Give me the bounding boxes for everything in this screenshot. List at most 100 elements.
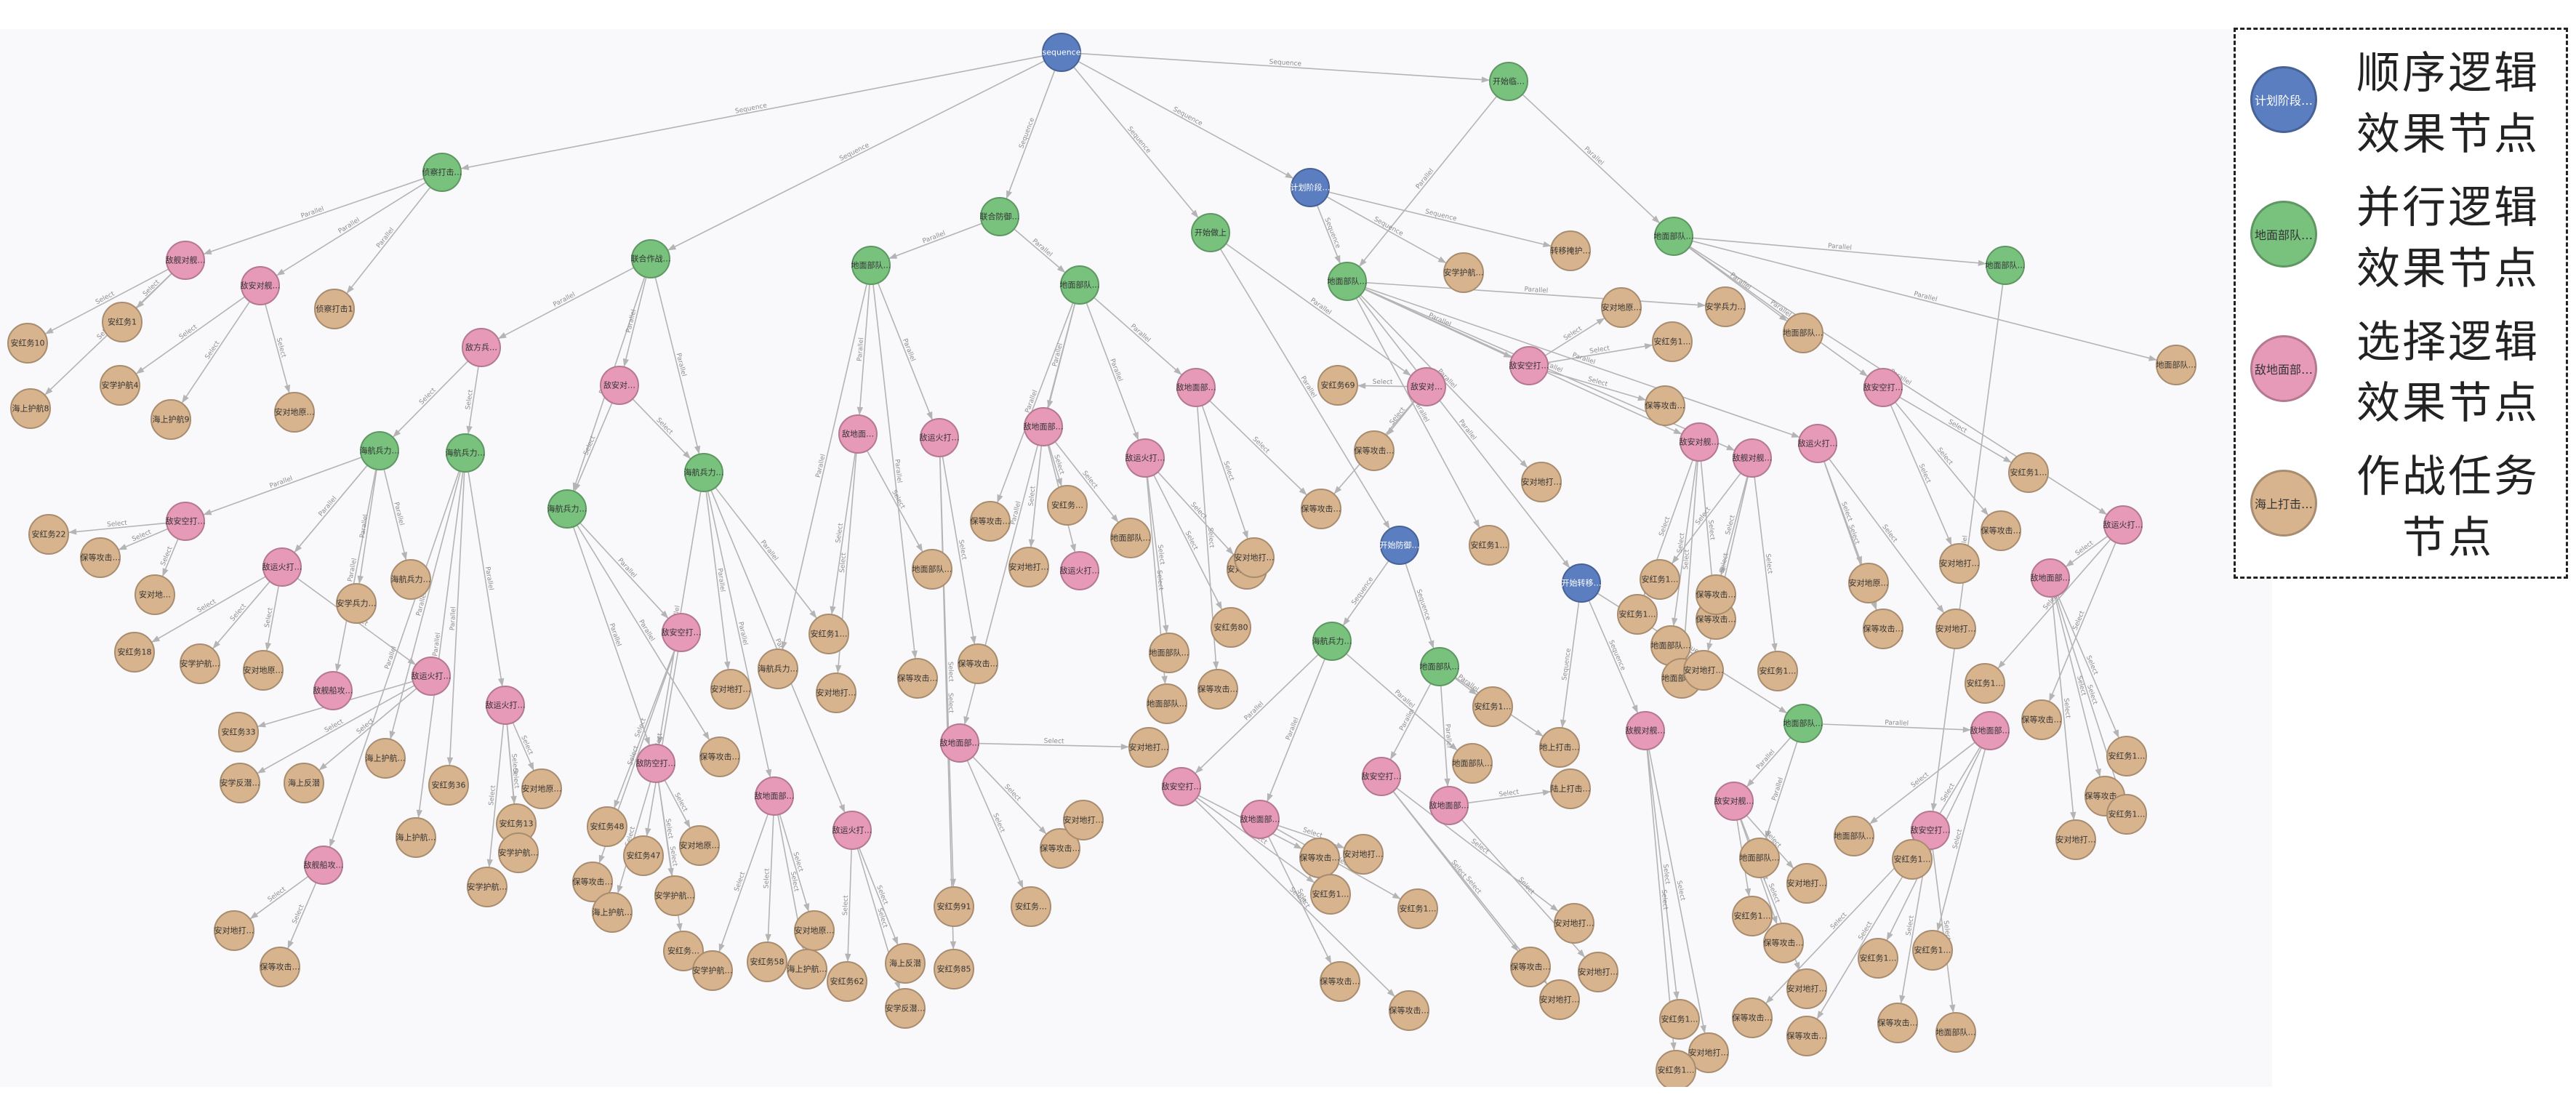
node-task[interactable]: 安学护航… [1443, 252, 1484, 293]
node-parallel[interactable]: 联合作战… [631, 239, 671, 278]
node-task[interactable]: 安对地打… [1688, 1032, 1729, 1073]
node-task[interactable]: 安学兵力… [1705, 286, 1746, 327]
node-select[interactable]: 敌地面部… [1429, 786, 1469, 825]
node-parallel[interactable]: 地面部队… [1654, 217, 1694, 256]
node-task[interactable]: 保等攻击… [1763, 923, 1804, 963]
node-select[interactable]: 敌安对… [1407, 367, 1446, 406]
node-task[interactable]: 安红务18 [114, 632, 155, 673]
node-task[interactable]: 安红务1… [808, 614, 849, 654]
node-task[interactable]: 安红务62 [827, 961, 867, 1002]
node-task[interactable]: 保等攻击… [1877, 1003, 1918, 1043]
node-select[interactable]: 敌地面… [838, 414, 878, 454]
node-task[interactable]: 地面部队… [1834, 816, 1874, 856]
node-parallel[interactable]: 联合防御… [980, 197, 1020, 236]
node-task[interactable]: 保等攻击… [897, 658, 938, 699]
node-select[interactable]: 敌舰对舰… [1733, 438, 1773, 478]
node-task[interactable]: 地面部队… [1935, 1012, 1976, 1053]
node-task[interactable]: 安学护航… [498, 832, 539, 873]
node-task[interactable]: 保等攻击… [970, 501, 1011, 542]
node-task[interactable]: 安对地打… [2055, 819, 2096, 860]
node-task[interactable]: 安对地打… [1578, 952, 1618, 992]
node-select[interactable]: 敌安对舰… [1714, 782, 1754, 821]
node-sequence[interactable]: 计划阶段… [1291, 168, 1331, 207]
node-task[interactable]: 安对地… [135, 574, 175, 615]
node-select[interactable]: 敌安空打… [1863, 368, 1903, 407]
node-select[interactable]: 敌舰对舰… [1626, 711, 1666, 750]
node-task[interactable]: 安红务1… [2106, 736, 2147, 776]
node-task[interactable]: 保等攻击… [1786, 1016, 1827, 1056]
node-select[interactable]: 敌安空打… [1362, 757, 1402, 796]
node-task[interactable]: 海上护航8 [10, 388, 51, 429]
node-task[interactable]: 安红务1… [1652, 321, 1693, 362]
node-task[interactable]: 侦察打击1 [314, 289, 355, 329]
node-task[interactable]: 地面部队… [1452, 743, 1493, 784]
node-select[interactable]: 敌安对… [600, 366, 639, 405]
node-task[interactable]: 海上护航… [787, 949, 827, 989]
node-task[interactable]: 安红务1… [2008, 452, 2049, 493]
node-task[interactable]: 安红务1… [1469, 525, 1509, 566]
node-task[interactable]: 安红务48 [587, 806, 627, 847]
node-task[interactable]: 安对地打… [1128, 727, 1169, 768]
node-task[interactable]: 安对地打… [1343, 834, 1384, 875]
node-task[interactable]: 安对地原… [1601, 287, 1642, 328]
node-task[interactable]: 安学护航… [692, 950, 733, 991]
node-task[interactable]: 安红务… [1047, 485, 1088, 526]
node-task[interactable]: 保等攻击… [1696, 574, 1736, 615]
node-task[interactable]: 安红务10 [7, 323, 48, 364]
node-task[interactable]: 保等攻击… [1197, 669, 1238, 710]
node-select[interactable]: 敌运火打… [1060, 551, 1100, 590]
node-parallel[interactable]: 侦察打击… [422, 153, 462, 192]
node-task[interactable]: 安红务1… [1659, 999, 1700, 1040]
node-task[interactable]: 安红务1… [1310, 874, 1351, 915]
node-sequence[interactable]: 开始防御… [1380, 526, 1420, 565]
node-task[interactable]: 地上打击… [1539, 727, 1580, 768]
node-task[interactable]: 安红务1… [1965, 663, 2005, 704]
node-task[interactable]: 保等攻击… [699, 736, 740, 777]
node-task[interactable]: 安对地打… [1786, 863, 1827, 904]
node-task[interactable]: 安对地打… [1008, 547, 1049, 587]
node-task[interactable]: 陆上打击… [1550, 768, 1591, 809]
node-task[interactable]: 安红务47 [623, 835, 664, 876]
node-task[interactable]: 安红务1… [1397, 888, 1438, 929]
node-task[interactable]: 安红务… [1011, 886, 1051, 927]
node-task[interactable]: 安学护航… [467, 867, 507, 907]
node-task[interactable]: 安对地打… [710, 669, 751, 710]
node-parallel[interactable]: 开始临… [1489, 62, 1528, 101]
node-task[interactable]: 保等攻击… [1645, 385, 1685, 426]
node-task[interactable]: 安红务1… [1732, 896, 1773, 936]
node-select[interactable]: 敌方兵… [462, 328, 501, 367]
node-select[interactable]: 敌安对舰… [1680, 422, 1720, 462]
node-task[interactable]: 海上护航… [396, 817, 436, 858]
node-select[interactable]: 敌舰船攻… [313, 671, 353, 710]
node-parallel[interactable]: 开始做上 [1191, 213, 1230, 252]
node-parallel[interactable]: 海航兵力… [1312, 622, 1352, 661]
node-task[interactable]: 海上护航… [592, 892, 633, 933]
node-task[interactable]: 安学反潜… [885, 988, 926, 1029]
node-task[interactable]: 安学护航… [180, 643, 220, 684]
node-task[interactable]: 保等攻击… [1863, 609, 1903, 649]
node-task[interactable]: 安对地原… [521, 768, 562, 809]
node-task[interactable]: 安学兵力… [336, 583, 377, 624]
node-task[interactable]: 安对地原… [1848, 563, 1889, 603]
node-task[interactable]: 保等攻击… [2021, 699, 2062, 740]
node-select[interactable]: 敌安空打… [662, 613, 702, 652]
node-task[interactable]: 安红务80 [1211, 607, 1251, 648]
node-parallel[interactable]: 地面部队… [851, 246, 891, 285]
node-task[interactable]: 保等攻击… [572, 862, 613, 902]
node-task[interactable]: 安对地打… [1063, 800, 1104, 840]
node-parallel[interactable]: 海航兵力… [446, 433, 486, 473]
node-parallel[interactable]: 地面部队… [1986, 246, 2026, 285]
node-select[interactable]: 敌地面部… [940, 723, 980, 763]
node-parallel[interactable]: 地面部队… [1328, 262, 1368, 301]
node-task[interactable]: 安对地打… [214, 910, 254, 951]
node-task[interactable]: 保等攻击… [80, 537, 121, 578]
node-select[interactable]: 敌地面部… [1176, 368, 1216, 407]
node-task[interactable]: 安红务58 [747, 942, 787, 982]
node-task[interactable]: 海航兵力… [390, 559, 431, 600]
node-task[interactable]: 地面部队… [1110, 518, 1151, 558]
node-task[interactable]: 保等攻击… [1320, 961, 1360, 1002]
node-parallel[interactable]: 地面部队… [1420, 647, 1460, 686]
node-select[interactable]: 敌运火打… [1126, 438, 1165, 478]
node-select[interactable]: 敌运火打… [412, 657, 452, 696]
